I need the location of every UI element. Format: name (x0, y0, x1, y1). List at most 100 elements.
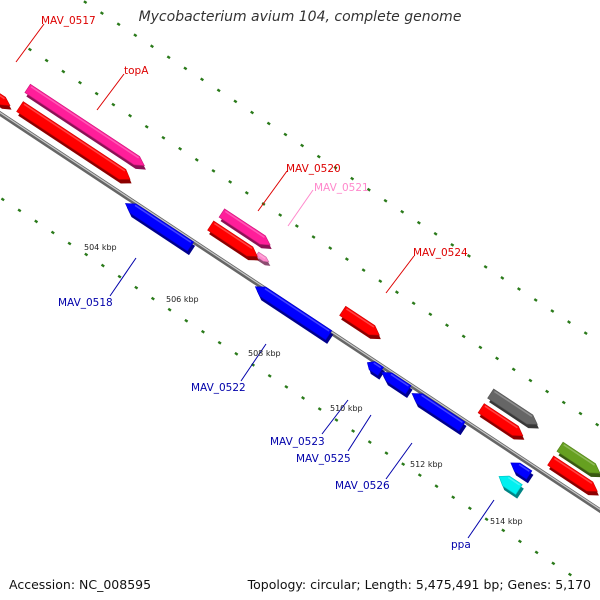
gene-arrow (547, 455, 598, 492)
guide-dot (467, 506, 472, 511)
guide-dot (83, 0, 88, 5)
guide-dot (311, 235, 316, 239)
guide-dot (128, 113, 133, 118)
guide-dot (150, 296, 155, 301)
gene-MAV_0525[interactable] (381, 371, 413, 398)
guide-dot (511, 367, 516, 372)
label-leaders (15, 23, 495, 539)
guide-dot (294, 224, 299, 228)
guide-dot (44, 58, 49, 63)
gene-g17[interactable] (556, 441, 600, 478)
guide-dot (283, 132, 288, 137)
guide-dot (461, 334, 466, 339)
guide-dot (428, 312, 433, 317)
guide-dot (184, 318, 189, 323)
gene-label[interactable]: MAV_0518 (58, 297, 113, 309)
guide-dot (167, 307, 172, 312)
guide-dot (284, 385, 289, 389)
leader-line (15, 23, 45, 63)
gene-arrow (24, 83, 145, 166)
guide-dot (517, 539, 522, 544)
guide-dot (211, 168, 216, 173)
gene-label[interactable]: MAV_0523 (270, 436, 325, 448)
guide-dot (100, 263, 105, 268)
guide-dot (401, 462, 406, 467)
gene-g13[interactable] (487, 388, 539, 429)
leader-line (257, 170, 288, 212)
gene-g14[interactable] (477, 403, 525, 440)
topology-text: Topology: circular; Length: 5,475,491 bp… (247, 577, 591, 592)
guide-dot (434, 484, 439, 489)
guide-dot (178, 146, 183, 151)
gene-g7[interactable] (207, 220, 259, 261)
gene-highlight (563, 444, 595, 466)
gene-MAV_0521[interactable] (255, 251, 271, 266)
guide-dot (578, 411, 583, 416)
guide-dot (217, 340, 222, 345)
guide-dot (484, 517, 489, 522)
gene-highlight (134, 204, 192, 243)
gene-topA[interactable] (24, 83, 146, 170)
gene-label[interactable]: MAV_0526 (335, 480, 390, 492)
guide-dot (228, 179, 233, 184)
guide-dot (495, 356, 500, 361)
gene-label[interactable]: ppa (451, 539, 471, 551)
gene-label[interactable]: MAV_0521 (314, 182, 369, 194)
gene-MAV_0524[interactable] (339, 305, 381, 340)
leader-line (347, 414, 372, 452)
guide-dot (161, 135, 166, 140)
gene-label[interactable]: MAV_0522 (191, 382, 246, 394)
guide-dot (200, 77, 205, 82)
guide-dot (350, 176, 355, 181)
kbp-tick-label: 510 kbp (330, 404, 363, 413)
gene-MAV_0526[interactable] (411, 393, 467, 436)
guide-dot (378, 279, 383, 284)
guide-dot (67, 241, 72, 246)
guide-dot (84, 252, 89, 257)
guide-dot (27, 47, 32, 52)
guide-dot (366, 187, 371, 192)
guide-dot (545, 389, 550, 394)
leader-line (385, 442, 413, 480)
gene-MAV_0522[interactable] (254, 286, 334, 344)
guide-dot (134, 285, 139, 290)
gene-MAV_0517[interactable] (16, 101, 132, 184)
guide-dot (99, 11, 104, 16)
guide-dot (384, 451, 389, 455)
gene-MAV_0520[interactable] (218, 208, 272, 249)
gene-label[interactable]: MAV_0517 (41, 15, 96, 27)
guide-dot (466, 253, 471, 258)
gene-highlight (23, 103, 126, 172)
kbp-tick-label: 504 kbp (84, 243, 117, 252)
guide-dot (94, 91, 99, 96)
gene-label[interactable]: MAV_0525 (296, 453, 351, 465)
gene-MAV_0518[interactable] (124, 203, 196, 256)
guide-dot (595, 422, 600, 427)
gene-label[interactable]: MAV_0520 (286, 163, 341, 175)
leader-line (240, 343, 267, 382)
gene-highlight (213, 222, 253, 249)
gene-highlight (264, 287, 330, 332)
guide-dot (483, 265, 488, 269)
guide-dot (0, 197, 5, 202)
gene-g18[interactable] (547, 455, 599, 496)
gene-arrow (477, 403, 524, 437)
guide-dot (183, 66, 188, 71)
gene-label[interactable]: topA (124, 65, 149, 77)
gene-highlight (0, 94, 5, 100)
gene-MAV_0523[interactable] (366, 361, 385, 380)
gene-g1[interactable] (0, 89, 12, 110)
leader-line (96, 73, 125, 111)
guide-dot (550, 309, 555, 313)
gene-highlight (493, 390, 533, 417)
guide-dot (383, 198, 388, 203)
gene-g15[interactable] (510, 462, 534, 484)
gene-ppa[interactable] (498, 475, 524, 499)
guide-dot (567, 320, 572, 324)
kbp-tick-label: 514 kbp (490, 517, 523, 526)
gene-label[interactable]: MAV_0524 (413, 247, 468, 259)
guide-dot (116, 22, 121, 27)
guide-dot (394, 290, 399, 295)
guide-dot (450, 242, 455, 247)
guide-dot (516, 287, 521, 291)
